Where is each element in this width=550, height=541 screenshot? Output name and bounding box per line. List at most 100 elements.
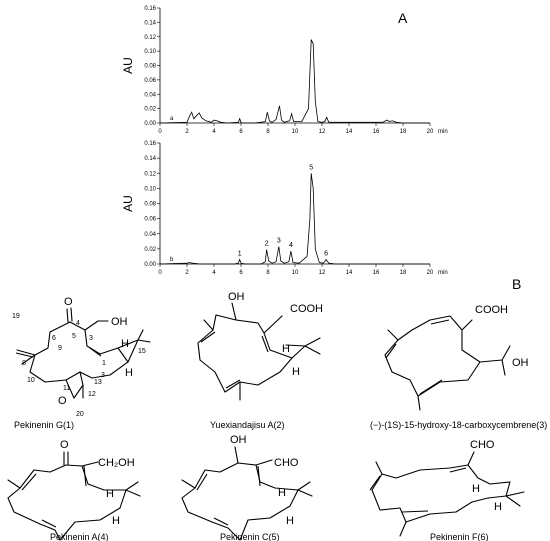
caption-pekinenin-g: Pekinenin G(1)	[14, 420, 74, 430]
atom-number: 19	[12, 313, 20, 320]
double-bond	[196, 473, 208, 491]
ring-bonds	[235, 315, 283, 334]
methyl	[125, 489, 141, 497]
atom-number: 8	[22, 360, 26, 367]
panel-label-a: A	[398, 10, 408, 26]
x-tick-label: 20	[427, 129, 434, 135]
x-tick-label: 12	[319, 270, 326, 276]
y-tick-label: 0.14	[144, 156, 156, 162]
methyl	[375, 461, 383, 475]
atom-number: 3	[89, 335, 93, 342]
atom-cho: CHO	[470, 439, 495, 451]
ring-bonds	[384, 319, 481, 397]
atom-number: 12	[88, 391, 96, 398]
caption-pekinenin-a: Pekinenin A(4)	[50, 532, 109, 541]
atom-o-epoxide: O	[58, 395, 67, 407]
atom-o: O	[60, 439, 69, 451]
atom-oh: OH	[512, 357, 529, 369]
atom-h: H	[282, 343, 290, 355]
methyl	[16, 349, 36, 356]
trace-label: b	[170, 257, 174, 263]
double-bond	[449, 467, 467, 473]
double-bond	[401, 510, 429, 513]
x-tick-label: 10	[292, 129, 299, 135]
methyl	[505, 491, 525, 497]
x-axis-unit: min	[438, 129, 448, 135]
double-bond	[41, 519, 57, 528]
ring-bonds	[371, 464, 511, 523]
atom-h: H	[112, 515, 120, 527]
double-bond	[200, 331, 216, 343]
epoxide	[65, 371, 84, 399]
methyl	[203, 319, 214, 331]
atom-ch2oh: CH₂OH	[98, 457, 135, 469]
methyl	[387, 329, 399, 341]
y-tick-label: 0.10	[144, 186, 156, 192]
atom-cooh: COOH	[290, 303, 323, 315]
atom-number: 10	[27, 377, 35, 384]
x-tick-label: 2	[185, 129, 189, 135]
bond	[66, 308, 69, 323]
x-tick-label: 4	[212, 270, 216, 276]
double-bond	[261, 335, 269, 353]
y-tick-label: 0.06	[144, 78, 156, 84]
ring-bonds	[181, 462, 299, 541]
methyl	[501, 359, 506, 376]
double-bond	[257, 465, 261, 487]
x-tick-label: 18	[400, 129, 407, 135]
atom-h: H	[125, 367, 133, 379]
atom-h: H	[278, 487, 286, 499]
ring-bonds	[263, 332, 306, 359]
caption-pekinenin-c: Pekinenin C(5)	[220, 532, 280, 541]
methyl	[399, 521, 407, 537]
structure-pekinenin-c: OH CHO H H Pekinenin C(5)	[181, 434, 313, 541]
methyl	[125, 481, 139, 491]
y-tick-label: 0.02	[144, 107, 156, 113]
methyl	[304, 337, 321, 347]
structure-hydroxy-carboxycembrene: COOH OH (−)-(1S)-15-hydroxy-18-carboxyce…	[370, 304, 547, 430]
double-bond	[89, 347, 102, 357]
atom-number: 1	[102, 360, 106, 367]
methyl	[137, 329, 144, 341]
bond	[467, 451, 475, 466]
atom-h: H	[121, 338, 129, 350]
double-bond	[369, 475, 381, 491]
atom-h: H	[472, 483, 480, 495]
structure-pekinenin-a: O CH₂OH H H Pekinenin A(4)	[7, 439, 141, 541]
panel-label-b: B	[512, 276, 521, 292]
atom-cho: CHO	[274, 457, 299, 469]
methyl	[297, 489, 313, 497]
atom-oh: OH	[228, 291, 245, 303]
y-tick-label: 0.00	[144, 262, 156, 268]
y-tick-label: 0.08	[144, 202, 156, 208]
x-tick-label: 0	[158, 270, 162, 276]
x-tick-label: 2	[185, 270, 189, 276]
peak-label: 5	[309, 164, 313, 171]
atom-o: O	[64, 296, 73, 308]
methyl	[21, 354, 36, 365]
x-tick-label: 18	[400, 270, 407, 276]
peak-label: 4	[289, 242, 293, 249]
peak-label: 2	[265, 241, 269, 248]
ring-bonds	[429, 315, 473, 331]
caption-yuexiandajisu-a: Yuexiandajisu A(2)	[210, 420, 285, 430]
atom-number: 5	[72, 333, 76, 340]
y-tick-label: 0.00	[144, 121, 156, 127]
methyl	[505, 495, 521, 507]
bond	[255, 459, 273, 466]
caption-hydroxy-carboxycembrene: (−)-(1S)-15-hydroxy-18-carboxycembrene(3…	[370, 420, 547, 430]
atom-h: H	[106, 488, 114, 500]
x-tick-label: 8	[266, 129, 270, 135]
double-bond	[430, 319, 450, 325]
methyl	[137, 339, 151, 343]
y-axis-label: AU	[121, 195, 135, 212]
y-tick-label: 0.12	[144, 171, 156, 177]
methyl	[7, 479, 21, 489]
structure-pekinenin-f: CHO H H Pekinenin F(6)	[369, 439, 525, 541]
ring-bonds	[79, 329, 129, 379]
caption-pekinenin-f: Pekinenin F(6)	[430, 532, 489, 541]
peak-label: 6	[324, 250, 328, 257]
